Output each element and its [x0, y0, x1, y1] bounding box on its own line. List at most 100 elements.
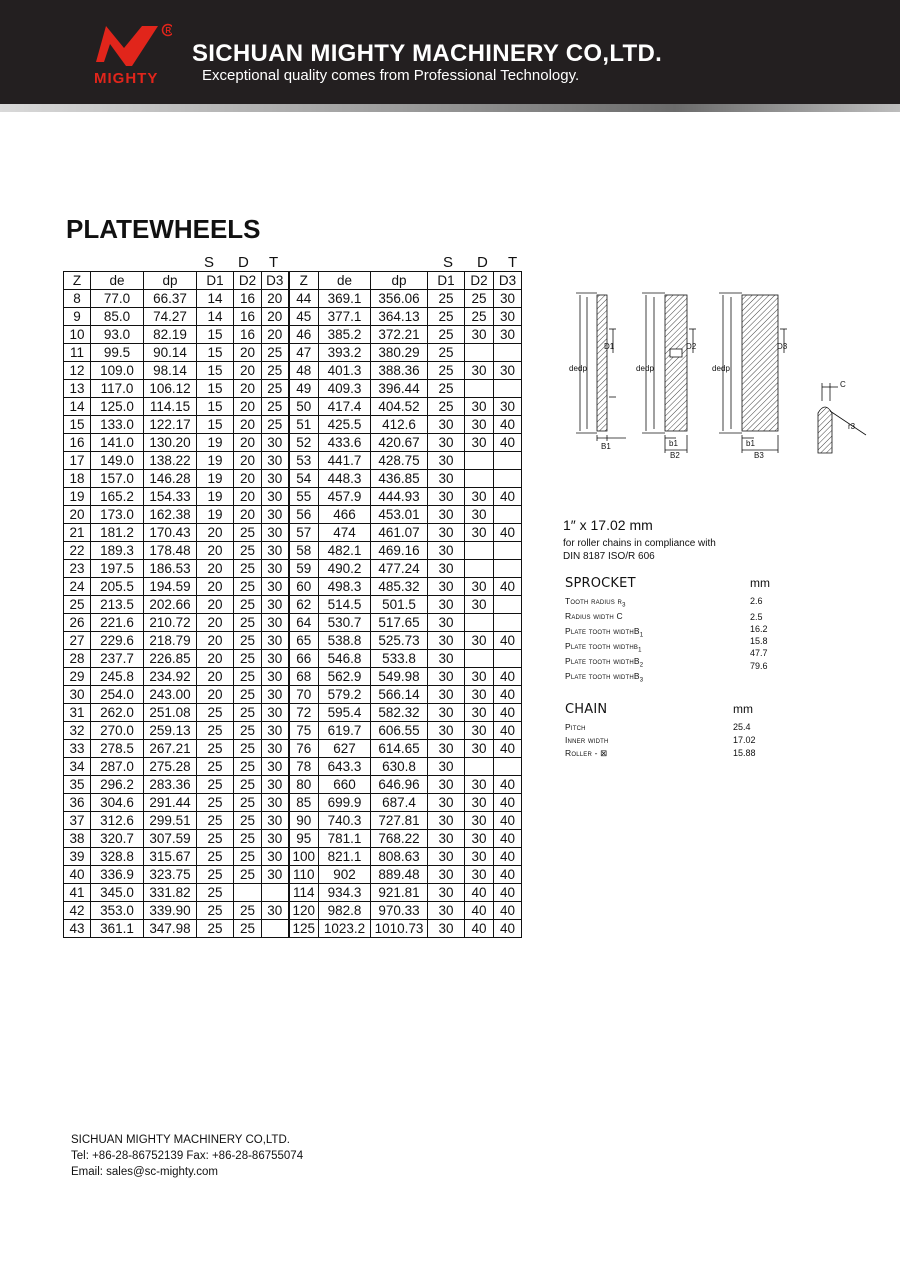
table-cell: 149.0	[90, 451, 144, 470]
sprocket-spec-value: 16.2	[750, 624, 768, 634]
sprocket-spec-label: Plate tooth widthB1	[565, 626, 643, 639]
table-cell: 19	[196, 487, 234, 506]
table-cell: 30	[261, 721, 289, 740]
table-cell: 20	[196, 631, 234, 650]
table-cell: 40	[493, 631, 522, 650]
table-cell: 25	[196, 829, 234, 848]
page-footer: SICHUAN MIGHTY MACHINERY CO,LTD. Tel: +8…	[71, 1132, 303, 1180]
table-cell: 30	[261, 649, 289, 668]
spec-label-subscript: 3	[639, 677, 644, 684]
table-cell: 53	[287, 451, 319, 470]
table-cell: 30	[427, 883, 465, 902]
page-title: PLATEWHEELS	[66, 214, 261, 244]
chain-title: CHAIN	[565, 702, 608, 717]
table-cell: 485.32	[370, 577, 428, 596]
table-cell: 68	[287, 667, 319, 686]
table-cell: 331.82	[143, 883, 197, 902]
table-cell	[464, 613, 494, 632]
footer-company: SICHUAN MIGHTY MACHINERY CO,LTD.	[71, 1134, 290, 1146]
table-cell: 48	[287, 361, 319, 380]
table-cell: 336.9	[90, 865, 144, 884]
table-cell	[493, 451, 522, 470]
table-cell	[464, 343, 494, 362]
table-cell: 25	[196, 793, 234, 812]
table-cell: 20	[261, 307, 289, 326]
sprocket-spec-label: Tooth radius r3	[565, 596, 626, 609]
table-cell: 30	[427, 739, 465, 758]
footer-phone: Tel: +86-28-86752139 Fax: +86-28-8675507…	[71, 1150, 304, 1162]
table-cell: 30	[464, 847, 494, 866]
table-cell: 30	[261, 523, 289, 542]
table-cell: 30	[261, 793, 289, 812]
label-de-2: de	[636, 364, 645, 373]
table-cell: 20	[261, 289, 289, 308]
table-cell: 30	[427, 469, 465, 488]
table-cell: 9	[63, 307, 91, 326]
table-cell: 25	[196, 739, 234, 758]
group-header-d-2: D	[477, 254, 488, 271]
table-cell: 66	[287, 649, 319, 668]
label-c: C	[840, 380, 846, 389]
table-cell: 30	[427, 829, 465, 848]
table-cell: 10	[63, 325, 91, 344]
label-dp-3: dp	[721, 364, 730, 373]
table-cell: 30	[261, 559, 289, 578]
spec-label-text: Plate tooth widthB	[565, 671, 640, 681]
table-cell: 40	[493, 685, 522, 704]
table-cell	[493, 343, 522, 362]
table-cell: 15	[63, 415, 91, 434]
table-cell: 25	[233, 901, 262, 920]
table-cell: 170.43	[143, 523, 197, 542]
table-cell: 30	[464, 667, 494, 686]
table-cell: 353.0	[90, 901, 144, 920]
table-cell: 267.21	[143, 739, 197, 758]
table-cell: 579.2	[318, 685, 371, 704]
table-cell: 30	[464, 361, 494, 380]
table-cell: 125.0	[90, 397, 144, 416]
table-cell: 627	[318, 739, 371, 758]
col-header: de	[90, 271, 144, 290]
table-cell: 20	[196, 577, 234, 596]
table-cell: 30	[464, 595, 494, 614]
table-cell: 30	[493, 289, 522, 308]
table-cell: 30	[464, 721, 494, 740]
table-cell: 38	[63, 829, 91, 848]
table-cell: 643.3	[318, 757, 371, 776]
table-cell: 30	[464, 829, 494, 848]
table-cell: 27	[63, 631, 91, 650]
table-cell: 25	[196, 775, 234, 794]
col-header: Z	[287, 271, 319, 290]
table-cell	[464, 379, 494, 398]
table-cell: 283.36	[143, 775, 197, 794]
table-cell: 404.52	[370, 397, 428, 416]
table-cell: 245.8	[90, 667, 144, 686]
table-cell: 197.5	[90, 559, 144, 578]
table-cell: 15	[196, 325, 234, 344]
table-cell: 699.9	[318, 793, 371, 812]
table-cell: 19	[196, 505, 234, 524]
table-cell: 173.0	[90, 505, 144, 524]
spec-label-subscript: 3	[622, 602, 626, 609]
table-cell: 30	[427, 451, 465, 470]
table-cell: 25	[196, 721, 234, 740]
table-cell: 25	[233, 757, 262, 776]
table-cell: 40	[493, 847, 522, 866]
table-cell: 425.5	[318, 415, 371, 434]
table-cell: 186.53	[143, 559, 197, 578]
table-cell: 347.98	[143, 919, 197, 938]
table-cell: 25	[233, 685, 262, 704]
table-cell: 781.1	[318, 829, 371, 848]
table-cell: 606.55	[370, 721, 428, 740]
table-cell: 194.59	[143, 577, 197, 596]
label-d1: D1	[604, 342, 615, 351]
table-cell: 934.3	[318, 883, 371, 902]
table-cell: 30	[427, 577, 465, 596]
table-cell: 15	[196, 379, 234, 398]
table-cell: 23	[63, 559, 91, 578]
table-cell: 25	[233, 595, 262, 614]
table-cell: 30	[427, 667, 465, 686]
